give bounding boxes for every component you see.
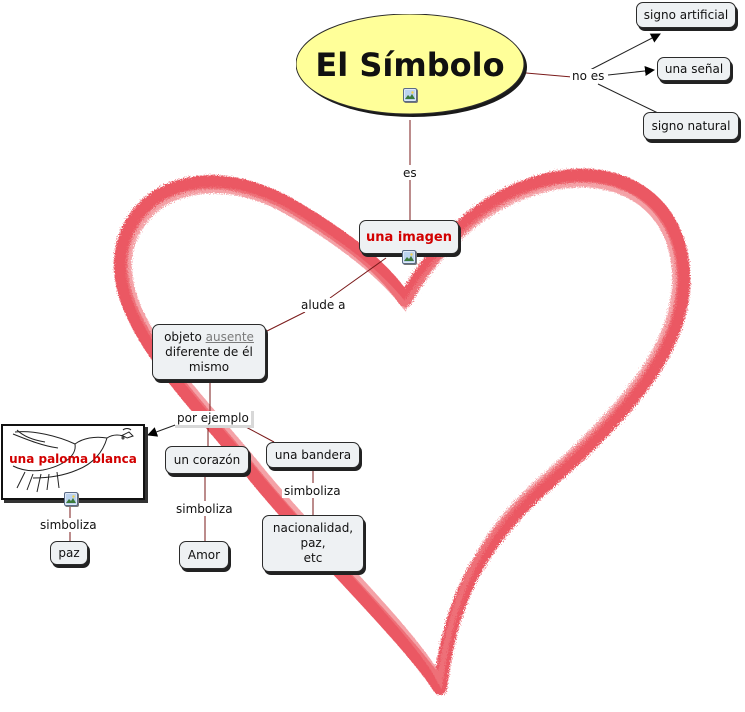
image-resource-icon-paloma[interactable] xyxy=(64,492,78,506)
node-amor[interactable]: Amor xyxy=(179,541,229,569)
node-signo-artificial[interactable]: signo artificial xyxy=(636,2,736,28)
node-signo-natural[interactable]: signo natural xyxy=(643,112,739,140)
title-ellipse xyxy=(296,14,527,117)
node-objeto-ausente[interactable]: objeto ausente diferente de él mismo xyxy=(152,324,266,380)
node-una-paloma-blanca[interactable]: una paloma blanca xyxy=(1,424,145,500)
image-resource-icon[interactable] xyxy=(403,88,417,102)
link-label-por-ejemplo: por ejemplo xyxy=(175,411,254,428)
node-paz[interactable]: paz xyxy=(50,541,88,565)
node-una-imagen[interactable]: una imagen xyxy=(359,220,459,254)
image-resource-icon-imagen[interactable] xyxy=(402,250,416,264)
ausente-link[interactable]: ausente xyxy=(205,329,254,344)
link-label-simboliza-corazon: simboliza xyxy=(174,502,235,516)
link-label-simboliza-bandera: simboliza xyxy=(282,484,343,498)
link-label-es: es xyxy=(401,166,419,180)
link-label-no-es: no es xyxy=(570,69,607,83)
node-un-corazon[interactable]: un corazón xyxy=(165,446,249,474)
page-title: El Símbolo xyxy=(315,46,505,84)
title-node[interactable]: El Símbolo xyxy=(296,14,527,118)
paloma-label: una paloma blanca xyxy=(9,452,137,466)
dove-drawing xyxy=(12,428,134,493)
node-una-bandera[interactable]: una bandera xyxy=(266,442,360,468)
node-nacionalidad[interactable]: nacionalidad, paz, etc xyxy=(262,515,364,572)
connectors xyxy=(69,33,661,541)
link-label-simboliza-paloma: simboliza xyxy=(38,518,99,532)
node-una-senal[interactable]: una señal xyxy=(657,57,731,81)
link-label-alude-a: alude a xyxy=(299,298,348,312)
